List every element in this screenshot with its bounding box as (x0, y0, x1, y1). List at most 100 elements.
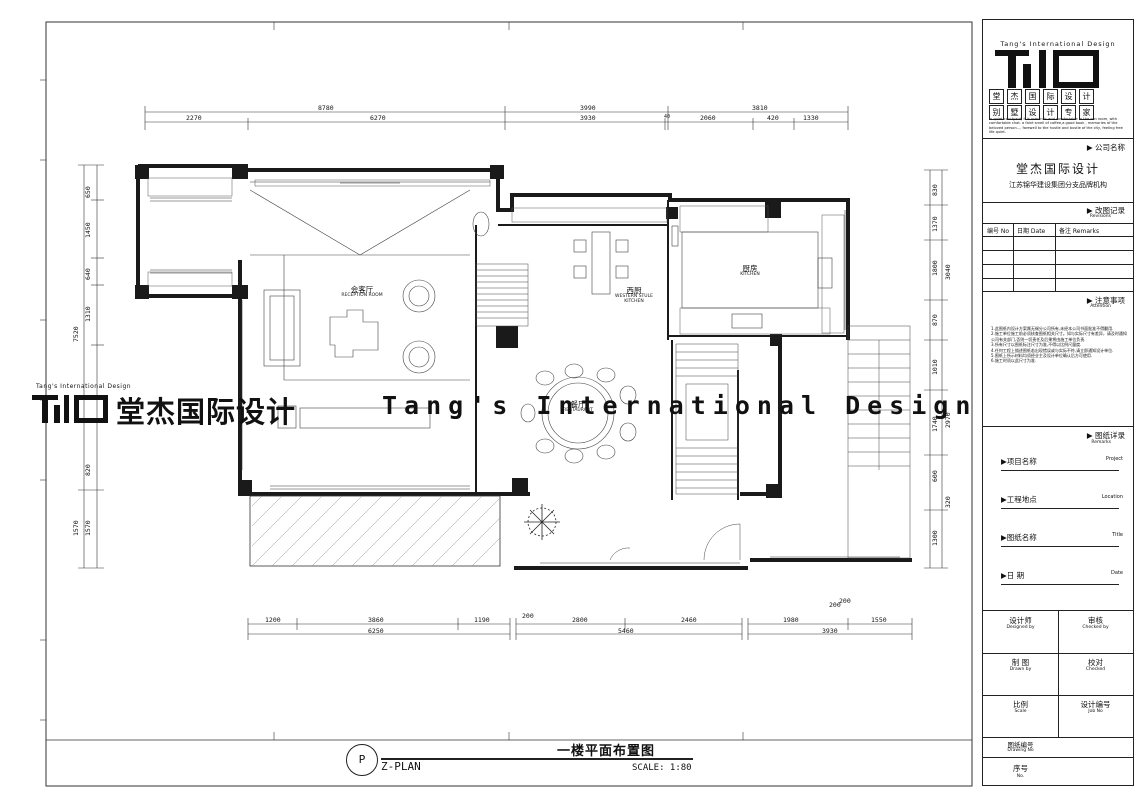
dim-top-3990: 3990 (580, 104, 596, 112)
tb-notes: 1.此图纸内设计方案属无锡分公司所有,未经本公司书面批准不得翻用. 2.施工单位… (991, 326, 1127, 364)
tb-attention-header: ▶ 注意事项 (1086, 296, 1125, 305)
room-label-restaurant: 餐厅 RESTAURANT (555, 400, 601, 414)
tb-drawn: 制 图 (1011, 658, 1030, 667)
tb-drawing-no: 图纸编号 (1007, 741, 1034, 749)
tb-details: ▶项目名称 Project ▶工程地点 Location ▶图纸名称 Title… (983, 456, 1133, 604)
dim-top-420: 420 (767, 114, 779, 122)
plan-marker: P (346, 744, 378, 776)
tb-line (983, 653, 1133, 654)
tb-checked2: 校对 (1088, 658, 1103, 667)
tb-char: 际 (1043, 89, 1058, 104)
tb-line (1001, 584, 1119, 585)
tb-chars-row2: 别墅设计专家 (989, 100, 1139, 120)
dim-bot-1980: 1980 (783, 616, 799, 624)
room-label-kitchen: 厨房 KITCHEN (730, 264, 770, 278)
tb-brand-en: Tang's International Design (1000, 40, 1116, 48)
title-block: Tang's International Design 堂杰国际设计 别墅设计专… (982, 19, 1134, 786)
tb-designed-en: Designed by (1006, 625, 1035, 630)
dim-right-320: 320 (944, 496, 952, 508)
dim-right-1370: 1370 (931, 216, 939, 232)
tb-sheet-title-en: Title (1112, 532, 1123, 538)
tb-checked2-en: Checked (1085, 667, 1106, 672)
border-ticks (40, 22, 744, 740)
tb-remarks-header-text: 图纸详录 (1095, 431, 1125, 440)
tb-rev-line (983, 250, 1133, 251)
tb-char: 计 (1043, 105, 1058, 120)
tb-drawn-en: Drawn by (1009, 667, 1032, 672)
tb-char: 别 (989, 105, 1004, 120)
dim-top-1330: 1330 (803, 114, 819, 122)
dim-right-1010: 1010 (931, 359, 939, 375)
tb-rev-line (983, 236, 1133, 237)
tb-checked-en: Checked by (1082, 625, 1109, 630)
doors (609, 523, 741, 561)
tb-rev-col2: 日期 Date (1017, 228, 1046, 235)
reception-en: RECEPTION ROOM (341, 293, 383, 299)
tb-note: 5.图纸上所示材料均须经业主及设计单位确认后方可使用. (991, 352, 1093, 358)
tb-company-name: 堂杰国际设计 (1015, 162, 1100, 176)
tb-attention-en: Attention (1090, 304, 1111, 309)
tb-char: 设 (1061, 89, 1076, 104)
tb-remarks-header: ▶ 图纸详录 (1086, 431, 1125, 440)
dim-top-2060: 2060 (700, 114, 716, 122)
dim-left-7520: 7520 (72, 326, 80, 342)
dim-bot-1190: 1190 (474, 616, 490, 624)
tb-vline (1058, 611, 1059, 737)
tb-sheet-title-text: 图纸名称 (1006, 533, 1037, 542)
dim-bot-200a: 200 (522, 612, 534, 620)
tb-date-en: Date (1111, 570, 1123, 576)
watermark-en: Tang's International Design (382, 391, 978, 420)
tb-line (1001, 470, 1119, 471)
dim-right-1800: 1800 (931, 260, 939, 276)
tb-checked: 审核 (1088, 616, 1103, 625)
tb-revision-table: 编号 No 日期 Date 备注 Remarks (983, 223, 1133, 292)
tb-date-text: 日 期 (1006, 571, 1025, 580)
restaurant-cn: 餐厅 (570, 400, 586, 409)
tb-char: 国 (1025, 89, 1040, 104)
drawing-title: 一楼平面布置图 (557, 744, 656, 759)
tb-char: 家 (1079, 105, 1094, 120)
reception-furniture (249, 189, 490, 429)
dim-right-830: 830 (931, 184, 939, 196)
staircase-left (475, 263, 529, 327)
tb-revisions-en: Revisions (1089, 214, 1111, 219)
western-kitchen-cn: 西厨 (626, 286, 642, 295)
dim-bot-5460: 5460 (618, 627, 634, 635)
tb-line (983, 737, 1133, 738)
tb-chars-row1: 堂杰国际设计 (989, 84, 1139, 104)
dim-right-870: 870 (931, 314, 939, 326)
dim-left-650: 650 (84, 186, 92, 198)
dim-bot-2800: 2800 (572, 616, 588, 624)
tb-company-header-row: ▶ 公司名称 (983, 138, 1133, 156)
dim-top-6270: 6270 (370, 114, 386, 122)
dim-bot-200b: 200 (829, 601, 841, 609)
dim-left-640: 640 (84, 268, 92, 280)
tb-project-name-text: 项目名称 (1006, 457, 1037, 466)
tb-tagline: In quiet courtyard, it is romantic and c… (989, 117, 1123, 135)
terrace-hatch (249, 495, 501, 567)
tb-job: 设计编号 (1080, 700, 1111, 709)
tb-char: 堂 (989, 89, 1004, 104)
windows (150, 181, 900, 564)
staircase-center (675, 343, 739, 495)
tb-scale: 比例 (1013, 700, 1028, 709)
tb-rev-line (983, 278, 1133, 279)
dim-left-820: 820 (84, 464, 92, 476)
dim-left-1310: 1310 (84, 306, 92, 322)
dim-left-1570a: 1570 (72, 520, 80, 536)
tb-char: 设 (1025, 105, 1040, 120)
dim-bot-2460: 2460 (681, 616, 697, 624)
western-kitchen-en: WESTERN STULE KITCHEN (615, 294, 653, 305)
dim-top-3930: 3930 (580, 114, 596, 122)
tb-char: 专 (1061, 105, 1076, 120)
outdoor-stair (847, 325, 911, 559)
tb-revisions-row: ▶ 改图记录 Revisions (983, 202, 1133, 220)
dim-left-1570b: 1570 (84, 520, 92, 536)
dim-left-1450: 1450 (84, 222, 92, 238)
tb-char: 墅 (1007, 105, 1022, 120)
title-underline (381, 758, 693, 760)
tb-rev-col3: 备注 Remarks (1059, 228, 1100, 235)
tb-revisions-header-text: 改图记录 (1095, 206, 1125, 215)
dim-bot-3930: 3930 (822, 627, 838, 635)
